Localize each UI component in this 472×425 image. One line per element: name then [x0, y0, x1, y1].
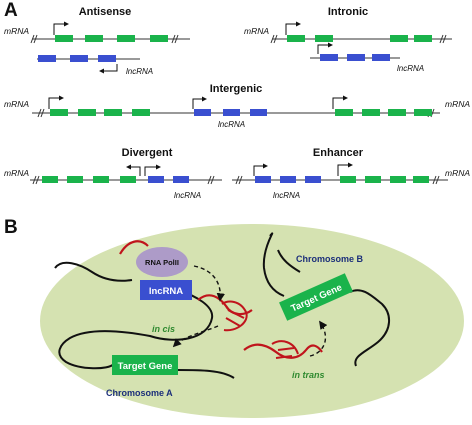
divergent-title: Divergent — [122, 147, 173, 159]
exon — [365, 176, 381, 183]
intergenic-title: Intergenic — [210, 83, 263, 95]
in-cis-label: in cis — [152, 324, 175, 334]
lncrna-exon — [38, 55, 56, 62]
enhancer-lncrna-label: lncRNA — [273, 191, 300, 200]
exon — [362, 109, 380, 116]
exon — [414, 35, 432, 42]
exon — [117, 35, 135, 42]
nucleus — [40, 224, 464, 418]
exon — [50, 109, 68, 116]
intergenic-mrna-left-label: mRNA — [4, 99, 29, 109]
exon — [315, 35, 333, 42]
lncrna-box — [140, 280, 192, 300]
chromosome-a — [54, 261, 235, 379]
rna-helix — [221, 300, 248, 332]
intronic-schematic: Intronic mRNA lncRNA — [244, 6, 452, 73]
lncrna-exon — [305, 176, 321, 183]
chromosome-b-label: Chromosome B — [296, 254, 364, 264]
target-gene-b — [279, 273, 353, 321]
intergenic-mrna-right-label: mRNA — [445, 99, 470, 109]
panel-a-letter: A — [4, 0, 18, 21]
exon — [85, 35, 103, 42]
lncrna-exon — [372, 54, 390, 61]
divergent-schematic: Divergent mRNA lncRNA — [4, 147, 222, 200]
exon — [42, 176, 58, 183]
exon — [413, 176, 429, 183]
lncrna-exon — [255, 176, 271, 183]
rna-polii — [136, 247, 188, 277]
exon — [390, 176, 406, 183]
exon — [390, 35, 408, 42]
rna-polii-label: RNA PolII — [145, 258, 179, 267]
divergent-lncrna-label: lncRNA — [174, 191, 201, 200]
lncrna-exon — [173, 176, 189, 183]
exon — [150, 35, 168, 42]
chromosome-b — [262, 232, 390, 367]
lncrna-exon — [148, 176, 164, 183]
lncrna-exon — [70, 55, 88, 62]
rna-strand — [243, 343, 323, 359]
target-gene-a-label: Target Gene — [118, 361, 173, 372]
rna-helix — [271, 340, 299, 359]
enhancer-title: Enhancer — [313, 147, 364, 159]
lncrna-box-label: lncRNA — [149, 286, 183, 297]
lncrna-exon — [98, 55, 116, 62]
lncrna-exon — [250, 109, 267, 116]
exon — [287, 35, 305, 42]
lncrna-exon — [223, 109, 240, 116]
exon — [55, 35, 73, 42]
exon — [388, 109, 406, 116]
in-trans-label: in trans — [292, 370, 325, 380]
divergent-mrna-label: mRNA — [4, 168, 29, 178]
lncrna-exon — [280, 176, 296, 183]
enhancer-mrna-label: mRNA — [445, 168, 470, 178]
transcription-arrow — [193, 265, 225, 302]
lncrna-exon — [347, 54, 365, 61]
exon — [132, 109, 150, 116]
exon — [414, 109, 432, 116]
exon — [120, 176, 136, 183]
intronic-lncrna-label: lncRNA — [397, 64, 424, 73]
chromosome-a-label: Chromosome A — [106, 388, 173, 398]
antisense-lncrna-label: lncRNA — [126, 67, 153, 76]
trans-arrow — [309, 320, 328, 357]
intergenic-schematic: Intergenic mRNA mRNA lncRNA — [4, 83, 470, 129]
exon — [78, 109, 96, 116]
rna-strand — [197, 294, 253, 316]
antisense-mrna-label: mRNA — [4, 26, 29, 36]
exon — [93, 176, 109, 183]
intergenic-lncrna-label: lncRNA — [218, 120, 245, 129]
enhancer-schematic: Enhancer lncRNA — [232, 147, 448, 200]
cis-arrow — [172, 325, 219, 348]
exon — [335, 109, 353, 116]
panel-b-letter: B — [4, 217, 18, 238]
exon — [340, 176, 356, 183]
antisense-title: Antisense — [79, 6, 132, 18]
target-gene-a — [112, 355, 178, 375]
lncrna-exon — [320, 54, 338, 61]
antisense-schematic: Antisense mRNA lncRNA — [4, 6, 190, 76]
intronic-mrna-label: mRNA — [244, 26, 269, 36]
exon — [67, 176, 83, 183]
intronic-title: Intronic — [328, 6, 368, 18]
exon — [104, 109, 122, 116]
rna-strand — [119, 240, 149, 255]
lncrna-exon — [194, 109, 211, 116]
